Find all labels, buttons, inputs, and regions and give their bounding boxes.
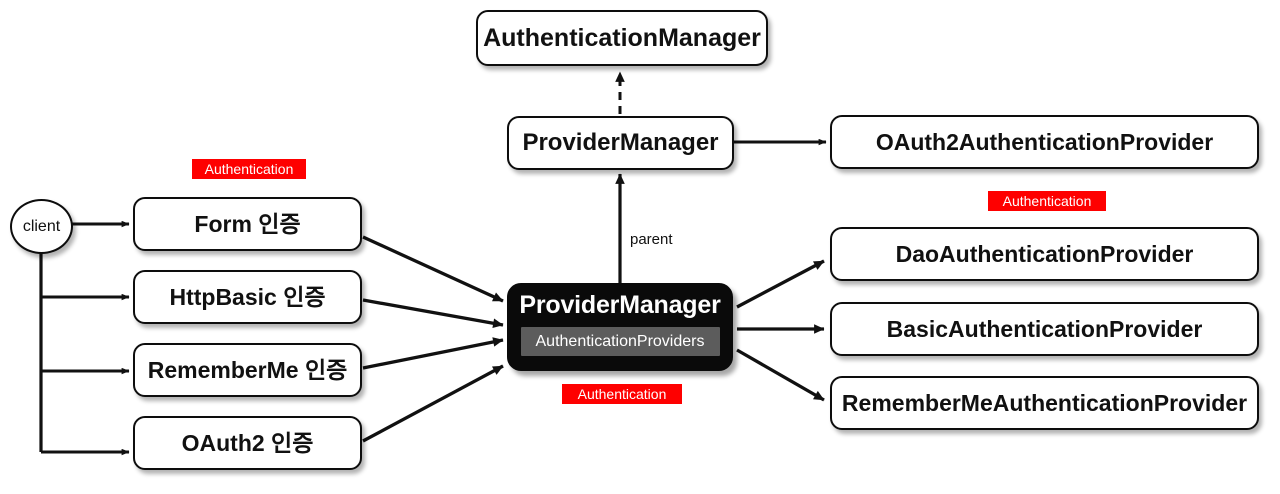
node-oauth2-authentication[interactable]: OAuth2 인증 — [133, 416, 362, 470]
node-dao-authentication-provider[interactable]: DaoAuthenticationProvider — [830, 227, 1259, 281]
node-basic-authentication-provider[interactable]: BasicAuthenticationProvider — [830, 302, 1259, 356]
node-rememberme-authentication-label: RememberMe 인증 — [147, 356, 348, 383]
node-rememberme-authentication-provider[interactable]: RememberMeAuthenticationProvider — [830, 376, 1259, 430]
node-provider-manager-top[interactable]: ProviderManager — [507, 116, 734, 170]
edge-label-parent-text: parent — [630, 231, 673, 248]
wire-oauth2-to-providermanager — [362, 364, 504, 443]
node-client-label: client — [22, 217, 61, 235]
node-form-authentication[interactable]: Form 인증 — [133, 197, 362, 251]
node-oauth2-authentication-provider[interactable]: OAuth2AuthenticationProvider — [830, 115, 1259, 169]
edge-label-parent: parent — [630, 231, 673, 248]
node-client[interactable]: client — [10, 199, 73, 254]
node-authentication-manager[interactable]: AuthenticationManager — [476, 10, 768, 66]
wire-rememberme-to-providermanager — [362, 337, 504, 370]
node-oauth2-authentication-label: OAuth2 인증 — [181, 429, 314, 456]
node-rememberme-authentication-provider-label: RememberMeAuthenticationProvider — [841, 389, 1248, 416]
node-provider-manager-main-providers: AuthenticationProviders — [520, 327, 720, 356]
wire-providermanager-to-dao — [736, 259, 825, 309]
badge-provider-manager-authentication: Authentication — [562, 384, 682, 404]
node-form-authentication-label: Form 인증 — [194, 210, 301, 237]
node-httpbasic-authentication[interactable]: HttpBasic 인증 — [133, 270, 362, 324]
node-dao-authentication-provider-label: DaoAuthenticationProvider — [895, 240, 1194, 267]
node-provider-manager-main-title: ProviderManager — [519, 291, 721, 319]
badge-right-providers-label: Authentication — [1002, 193, 1092, 209]
node-provider-manager-main[interactable]: ProviderManager AuthenticationProviders — [507, 283, 733, 371]
node-basic-authentication-provider-label: BasicAuthenticationProvider — [886, 315, 1203, 342]
node-authentication-manager-label: AuthenticationManager — [483, 23, 761, 52]
node-provider-manager-top-label: ProviderManager — [522, 129, 719, 157]
badge-provider-manager-label: Authentication — [577, 386, 667, 402]
node-rememberme-authentication[interactable]: RememberMe 인증 — [133, 343, 362, 397]
wire-form-to-providermanager — [362, 235, 504, 303]
wire-providermanager-to-rememberme — [736, 348, 825, 402]
node-oauth2-authentication-provider-label: OAuth2AuthenticationProvider — [875, 128, 1214, 155]
badge-right-providers-authentication: Authentication — [988, 191, 1106, 211]
wire-httpbasic-to-providermanager — [362, 298, 504, 328]
badge-left-filters-authentication: Authentication — [192, 159, 306, 179]
node-httpbasic-authentication-label: HttpBasic 인증 — [169, 283, 326, 310]
badge-left-filters-label: Authentication — [204, 161, 294, 177]
